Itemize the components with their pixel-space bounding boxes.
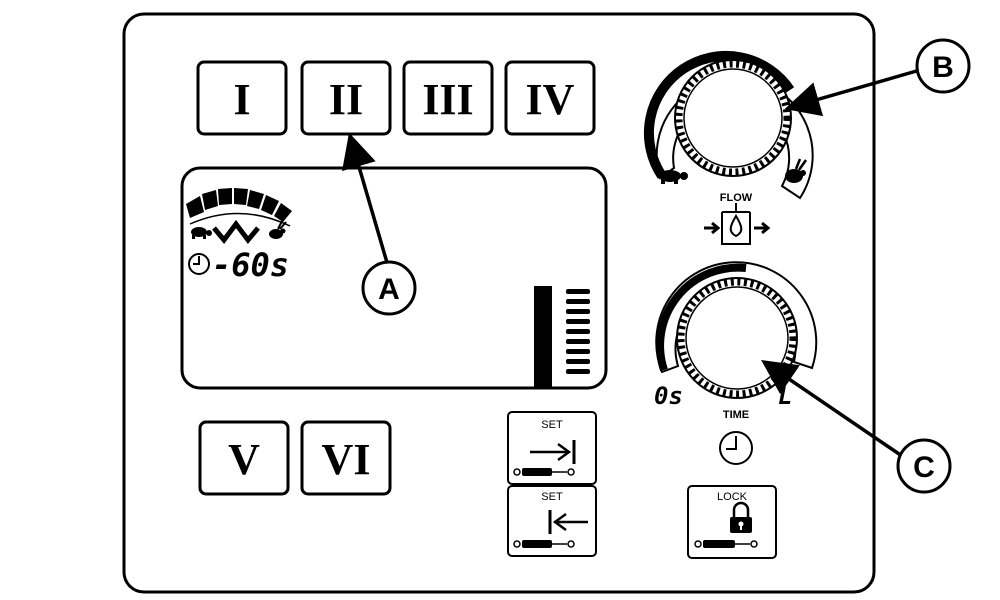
clock-icon (188, 253, 210, 275)
arrow-from-bar-icon (513, 510, 588, 548)
time-min-label: 0s (654, 382, 683, 410)
callout-c-letter: C (913, 451, 935, 484)
turtle-icon (659, 170, 688, 184)
program-button-4-label: IV (526, 75, 575, 124)
pulse-wave-icon (212, 219, 260, 245)
callout-b-letter: B (932, 51, 954, 84)
program-button-2[interactable]: II (300, 60, 392, 136)
rabbit-icon (785, 158, 808, 183)
clock-icon (719, 431, 753, 465)
turtle-icon (191, 227, 212, 239)
callout-b-arrow (784, 68, 921, 117)
lcd-arc-bargraph (186, 188, 292, 222)
program-button-4[interactable]: IV (504, 60, 596, 136)
program-button-5[interactable]: V (198, 420, 290, 496)
program-button-6-label: VI (322, 435, 371, 484)
time-max-label: L (778, 382, 792, 410)
set-next-button[interactable]: SET (507, 411, 597, 485)
slider-key-icon (513, 540, 575, 548)
callout-a-arrow (342, 132, 390, 267)
gas-flow-icon (704, 203, 771, 245)
time-label: TIME (723, 409, 749, 421)
program-button-2-label: II (329, 75, 363, 124)
lcd-time-readout: -60s (212, 246, 289, 284)
program-button-3-label: III (422, 75, 473, 124)
slider-key-icon (694, 540, 758, 548)
program-button-1-label: I (233, 75, 250, 124)
set-next-label: SET (541, 419, 563, 431)
callout-c-arrow (761, 360, 903, 458)
set-prev-button[interactable]: SET (507, 485, 597, 557)
callout-b: B (915, 38, 971, 94)
program-button-5-label: V (228, 435, 260, 484)
arrow-to-bar-icon (513, 440, 576, 476)
rabbit-icon (269, 220, 287, 239)
callout-a: A (361, 260, 417, 316)
callout-a-letter: A (378, 273, 400, 306)
lcd-level-segments (566, 289, 590, 374)
set-prev-label: SET (541, 491, 563, 503)
flow-label: FLOW (720, 192, 753, 204)
lcd-arc-line (189, 212, 291, 227)
callout-c: C (896, 438, 952, 494)
program-button-3[interactable]: III (402, 60, 494, 136)
padlock-icon (730, 501, 752, 533)
flow-knob[interactable] (643, 50, 814, 200)
lock-label: LOCK (717, 491, 748, 503)
program-button-1[interactable]: I (196, 60, 288, 136)
lock-button[interactable]: LOCK (687, 485, 777, 559)
slider-key-icon (513, 468, 575, 476)
lcd-level-bar (534, 286, 552, 388)
program-button-6[interactable]: VI (300, 420, 392, 496)
